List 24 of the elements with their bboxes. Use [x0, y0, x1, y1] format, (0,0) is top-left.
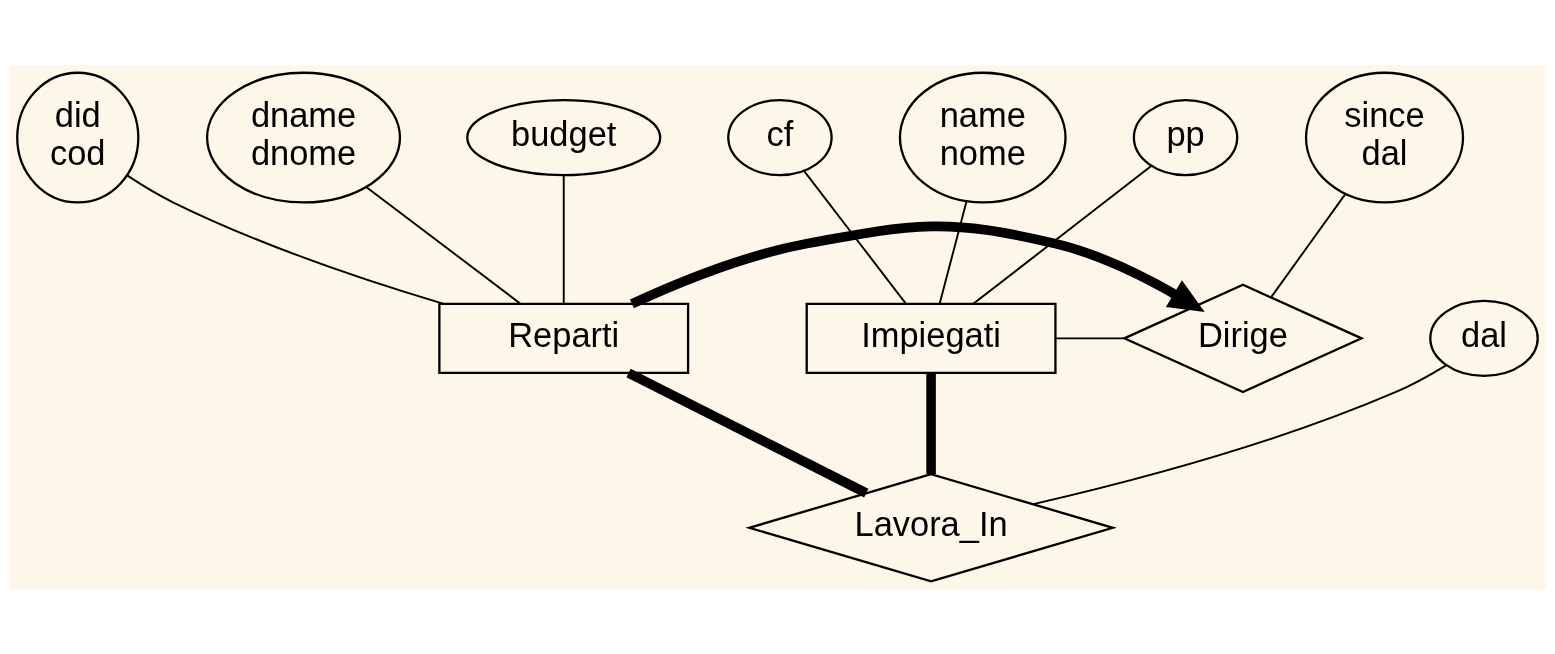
connector: [126, 174, 445, 305]
connector: [1054, 337, 1125, 340]
node-ellipse: budget: [466, 98, 662, 177]
node-ellipse: dal: [1429, 299, 1539, 377]
connector: [972, 165, 1153, 305]
node-ellipse: dname dnome: [205, 71, 402, 204]
node-ellipse: since dal: [1304, 71, 1465, 204]
connector: [562, 174, 565, 305]
connector: [626, 368, 869, 498]
node-ellipse: cf: [727, 98, 833, 177]
arrow: [629, 221, 1205, 313]
connector: [926, 373, 936, 475]
node-box: Reparti: [438, 302, 690, 374]
node-ellipse: pp: [1132, 98, 1239, 177]
connector: [938, 200, 968, 305]
node-circle: did cod: [16, 71, 140, 204]
node-diamond: Dirige: [1121, 283, 1365, 394]
node-diamond: Lavora_In: [745, 473, 1117, 583]
node-box: Impiegati: [805, 302, 1057, 374]
connector: [365, 186, 521, 305]
connector: [1032, 364, 1447, 506]
connector: [803, 170, 907, 305]
connector: [1270, 193, 1347, 298]
node-ellipse: name nome: [898, 71, 1067, 204]
